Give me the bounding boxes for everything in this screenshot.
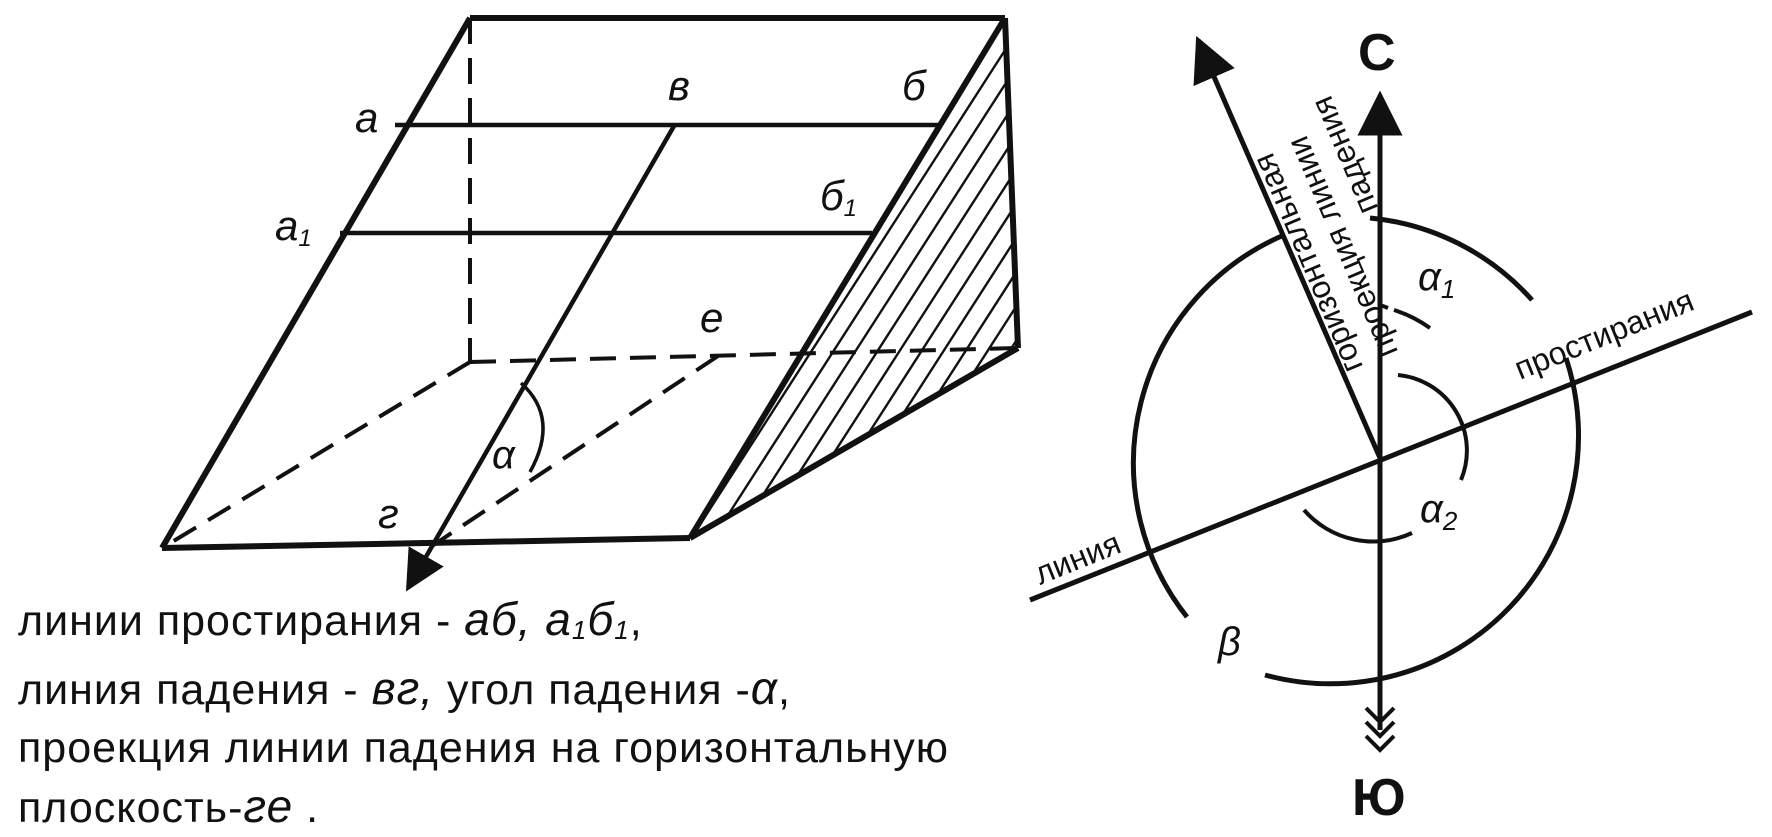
caption-line-2: линия падения - вг, угол падения -α, — [18, 662, 791, 714]
compass-diagram — [1029, 35, 1753, 753]
caption-dip-text: линия падения - — [18, 666, 372, 714]
arrow-tail-feathers — [1364, 706, 1396, 753]
caption-vg: вг, — [371, 662, 435, 714]
caption-angle-text: угол падения - — [434, 666, 751, 714]
large-circle-arc-upper — [1369, 215, 1534, 302]
dip-projection-label: горизонтальная проекция линии падения — [1245, 91, 1405, 378]
caption-alpha: α — [750, 662, 779, 714]
caption-strike-text: линии простирания - — [18, 597, 465, 645]
label-b: б — [902, 62, 927, 109]
label-a: а — [355, 94, 378, 141]
label-v: в — [668, 62, 690, 109]
large-circle-arc-left — [1130, 232, 1285, 619]
alpha1-label: α1 — [1418, 255, 1455, 304]
label-e: е — [700, 294, 723, 341]
label-g: г — [378, 490, 399, 537]
large-circle-arc-right — [1264, 357, 1582, 687]
strike-line — [1029, 309, 1753, 603]
alpha2-arc-lower — [1302, 508, 1413, 544]
hidden-left-floor-edge — [160, 360, 472, 550]
block-front-slant-edge — [687, 16, 1008, 540]
caption-projection-text: проекция линии падения на горизонтальную — [18, 724, 949, 772]
inclined-block — [159, 15, 1021, 592]
south-label: Ю — [1352, 769, 1406, 827]
caption-ab: аб, а1б1 — [464, 593, 630, 645]
label-alpha: α — [492, 433, 516, 477]
block-left-slant-edge — [159, 16, 473, 550]
caption-plane-text: плоскость- — [18, 784, 244, 832]
block-right-bottom-edge — [688, 345, 1020, 541]
alpha1-arc-main — [1393, 308, 1432, 330]
caption-line-3: проекция линии падения на горизонтальную — [18, 719, 1138, 777]
label-a1: а1 — [275, 202, 312, 252]
block-right-vertical-edge — [1002, 17, 1021, 349]
dip-projection-line — [1193, 35, 1383, 459]
caption-ge: ге — [243, 780, 294, 832]
beta-label: β — [1217, 620, 1241, 664]
projection-line-ge — [430, 354, 720, 548]
alpha2-label: α2 — [1420, 487, 1458, 536]
dip-angle-arc — [519, 381, 545, 473]
block-bottom-edge — [161, 535, 691, 551]
caption-line-4: плоскость-ге . — [18, 780, 320, 832]
dip-line-vg — [405, 124, 676, 592]
alpha2-arc — [1397, 373, 1469, 481]
caption: линии простирания - аб, а1б1, линия паде… — [18, 590, 1138, 837]
label-b1: б1 — [820, 172, 857, 222]
hidden-back-edge — [469, 346, 1019, 364]
caption-line-1: линии простирания - аб, а1б1, — [18, 593, 643, 645]
north-label: С — [1358, 24, 1396, 82]
